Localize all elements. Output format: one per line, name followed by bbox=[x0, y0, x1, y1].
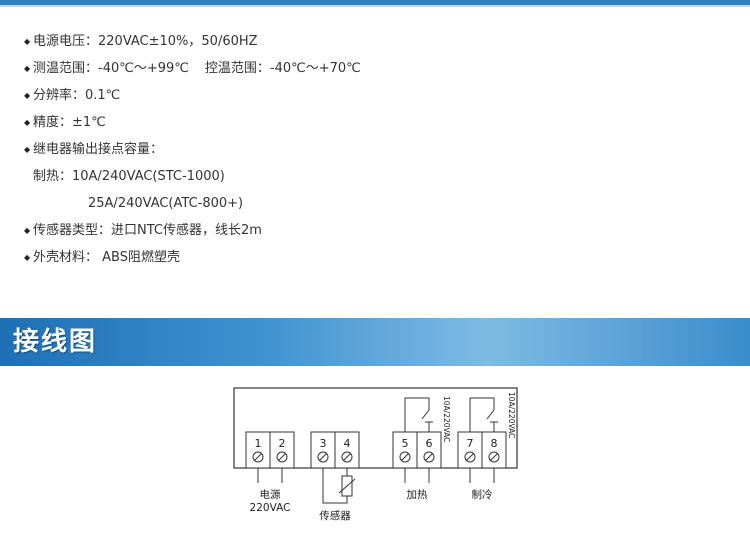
spec-range: ◆测温范围：-40℃～+99℃ 控温范围：-40℃～+70℃ bbox=[24, 55, 361, 82]
spec-sensor-text: 传感器类型：进口NTC传感器，线长2m bbox=[33, 223, 262, 238]
terminal-block-heat bbox=[392, 431, 442, 469]
terminal-leads bbox=[257, 468, 495, 483]
spec-list: ◆电源电压：220VAC±10%，50/60HZ ◆测温范围：-40℃～+99℃… bbox=[24, 28, 361, 271]
spec-relay-text: 继电器输出接点容量： bbox=[33, 142, 164, 157]
section-banner: 接线图 bbox=[0, 318, 750, 366]
bullet-icon: ◆ bbox=[24, 118, 31, 127]
terminal-block-power bbox=[245, 431, 295, 469]
bullet-icon: ◆ bbox=[24, 91, 31, 100]
terminal-7-label: 7 bbox=[467, 437, 474, 450]
relay-cool-rating: 10A/220VAC bbox=[507, 392, 516, 438]
spec-power-text: 电源电压：220VAC±10%，50/60HZ bbox=[33, 34, 258, 49]
terminal-4-label: 4 bbox=[344, 437, 351, 450]
screw-icon bbox=[317, 451, 329, 463]
spec-accuracy: ◆精度：±1℃ bbox=[24, 109, 361, 136]
terminal-6-label: 6 bbox=[426, 437, 433, 450]
screw-icon bbox=[276, 451, 288, 463]
terminal-8-label: 8 bbox=[491, 437, 498, 450]
terminal-block-cool bbox=[457, 431, 507, 469]
relay-cool-symbol bbox=[469, 397, 498, 432]
screw-icon bbox=[423, 451, 435, 463]
spec-measure-range-text: 测温范围：-40℃～+99℃ bbox=[33, 61, 189, 76]
controller-outline bbox=[233, 387, 518, 469]
group-cool-label: 制冷 bbox=[472, 488, 493, 501]
spec-material-text: 外壳材料： ABS阻燃塑壳 bbox=[33, 250, 180, 265]
spec-heating-2-text: 25A/240VAC(ATC-800+) bbox=[88, 196, 244, 211]
spec-control-range-text: 控温范围：-40℃～+70℃ bbox=[204, 61, 361, 76]
bullet-icon: ◆ bbox=[24, 253, 31, 262]
top-rule-shadow bbox=[0, 5, 750, 7]
group-power-voltage: 220VAC bbox=[250, 502, 291, 514]
bullet-icon: ◆ bbox=[24, 145, 31, 154]
spec-accuracy-text: 精度：±1℃ bbox=[33, 115, 106, 130]
terminal-2-label: 2 bbox=[279, 437, 286, 450]
spec-power: ◆电源电压：220VAC±10%，50/60HZ bbox=[24, 28, 361, 55]
spec-material: ◆外壳材料： ABS阻燃塑壳 bbox=[24, 244, 361, 271]
wiring-diagram: 1 2 3 4 5 6 7 8 10A/220VAC 10A/220VAC bbox=[233, 387, 518, 522]
spec-relay: ◆继电器输出接点容量： bbox=[24, 136, 361, 163]
spec-heating-1: 制热：10A/240VAC(STC-1000) bbox=[24, 163, 361, 190]
bullet-icon: ◆ bbox=[24, 226, 31, 235]
spec-resolution-text: 分辨率：0.1℃ bbox=[33, 88, 121, 103]
spec-heating-2: 25A/240VAC(ATC-800+) bbox=[24, 190, 361, 217]
screw-icon bbox=[341, 451, 353, 463]
sensor-wiring bbox=[322, 468, 356, 504]
terminal-block-sensor bbox=[310, 431, 360, 469]
spec-heating-1-text: 制热：10A/240VAC(STC-1000) bbox=[33, 169, 225, 184]
bullet-icon: ◆ bbox=[24, 64, 31, 73]
terminal-3-label: 3 bbox=[320, 437, 327, 450]
terminal-1-label: 1 bbox=[255, 437, 262, 450]
screw-icon bbox=[464, 451, 476, 463]
bullet-icon: ◆ bbox=[24, 37, 31, 46]
terminal-5-label: 5 bbox=[402, 437, 409, 450]
top-rule bbox=[0, 0, 750, 5]
section-title: 接线图 bbox=[13, 327, 98, 357]
spec-resolution: ◆分辨率：0.1℃ bbox=[24, 82, 361, 109]
group-sensor-label: 传感器 bbox=[319, 509, 351, 522]
group-heat-label: 加热 bbox=[407, 488, 428, 501]
screw-icon bbox=[252, 451, 264, 463]
screw-icon bbox=[488, 451, 500, 463]
screw-icon bbox=[399, 451, 411, 463]
relay-heat-symbol bbox=[404, 397, 433, 432]
relay-heat-rating: 10A/220VAC bbox=[442, 396, 451, 442]
spec-sensor: ◆传感器类型：进口NTC传感器，线长2m bbox=[24, 217, 361, 244]
group-power-label: 电源 bbox=[260, 488, 281, 501]
